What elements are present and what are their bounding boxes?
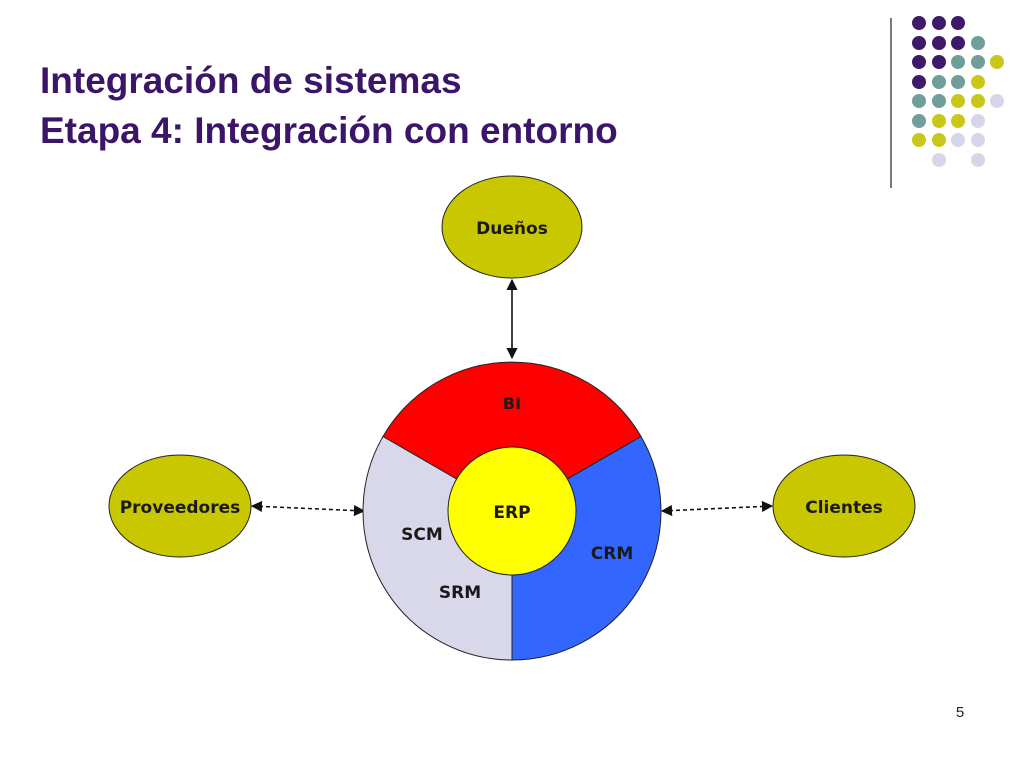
erp-core [447,446,577,576]
decorative-dot [912,133,926,147]
decorative-dot [931,133,946,147]
decorative-dot [931,55,946,69]
decorative-dot [912,94,926,108]
decorative-dot [970,55,985,69]
erp-label: ERP [493,503,530,523]
decorative-dot [990,94,1004,108]
decorative-dot [951,133,965,147]
decorative-dot [931,94,946,108]
decorative-dot [970,133,985,147]
customers-label: Clientes [805,498,883,518]
suppliers-connector-arrow [250,500,366,517]
decorative-dot [931,152,946,167]
slide-number: 5 [955,704,965,721]
decorative-dot [970,94,985,108]
decorative-dot [970,35,985,50]
crm-label: CRM [591,544,633,564]
decorative-dot [990,55,1004,69]
slide-title: Integración de sistemas Etapa 4: Integra… [40,56,618,156]
decorative-dot [912,35,926,50]
decorative-dot [951,55,965,69]
decorative-dot [951,74,965,89]
decorative-dot [951,16,965,30]
decorative-dot [931,113,946,128]
bi-segment [382,361,642,512]
owners-node [441,175,583,279]
slide-title-line-2: Etapa 4: Integración con entorno [40,110,618,151]
decorative-dot [951,35,965,50]
decorative-dot [931,35,946,50]
decorative-dot [912,55,926,69]
decorative-dot [970,113,985,128]
decorative-dot [970,152,985,167]
suppliers-node [108,454,252,558]
decorative-divider [890,18,892,188]
customers-node [772,454,916,558]
customers-connector-arrow [660,500,774,517]
scm-label: SCM [401,525,443,545]
decorative-dot [912,113,926,128]
decorative-dot [951,113,965,128]
decorative-dot [931,16,946,30]
decorative-dot [912,16,926,30]
srm-label: SRM [439,583,481,603]
decorative-dot [912,74,926,89]
suppliers-label: Proveedores [120,498,241,518]
decorative-dot [951,94,965,108]
slide-title-line-1: Integración de sistemas [40,60,462,101]
decorative-dot [970,74,985,89]
bi-label: BI [503,394,521,413]
decorative-dot [931,74,946,89]
owners-label: Dueños [476,219,548,239]
